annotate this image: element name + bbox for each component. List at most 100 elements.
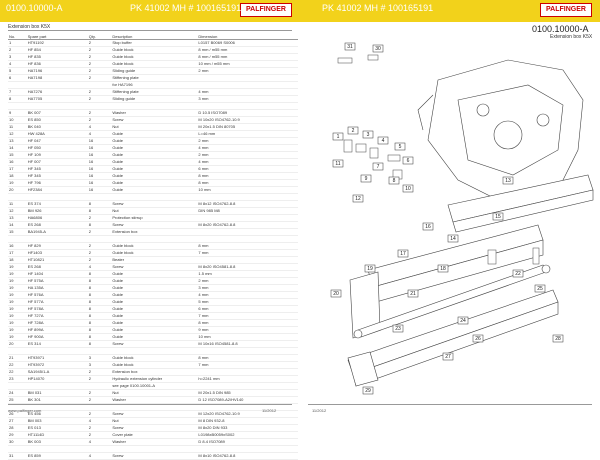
callout-box <box>362 130 374 139</box>
cell-dimension: M 10x20 ISO4762-10.9 <box>197 116 298 124</box>
cell-description: Guide block <box>111 354 198 362</box>
callout-number: 16 <box>425 224 431 230</box>
cell-qty: 16 <box>87 165 112 173</box>
cell-spare-part: HT91192 <box>26 39 88 47</box>
cell-no: 14 <box>8 221 27 229</box>
cell-no: 27 <box>8 417 27 425</box>
cell-no: 20 <box>8 186 27 194</box>
cell-spare-part: BK 301 <box>26 396 88 404</box>
cell-spare-part: HA7705 <box>26 95 88 103</box>
table-row <box>8 403 298 411</box>
cell-description: Guide <box>111 130 198 138</box>
cell-no: 22 <box>8 368 27 376</box>
cell-qty: 16 <box>87 172 112 180</box>
cell-dimension <box>197 347 298 355</box>
cell-description: Screw <box>111 452 198 460</box>
callout-box <box>457 316 469 325</box>
callout-box <box>364 264 376 273</box>
callout-box <box>360 174 372 183</box>
callout-number: 12 <box>355 196 361 202</box>
cell-description: Washer <box>111 438 198 446</box>
cell-no: 19 <box>8 312 27 320</box>
cell-description: Guide <box>111 298 198 306</box>
cell-qty: 2 <box>87 214 112 222</box>
cell-dimension: 2 mm <box>197 151 298 159</box>
spare-parts-table: No. Spare part Qty. Description Dimensio… <box>8 33 298 460</box>
cell-no: 28 <box>8 424 27 432</box>
callout-number: 11 <box>335 161 340 167</box>
cell-qty: 4 <box>87 452 112 460</box>
cell-spare-part <box>26 445 88 453</box>
cell-qty: 2 <box>87 116 112 124</box>
table-row: see page 0100.10001-A <box>8 382 298 390</box>
cell-description: Guide <box>111 144 198 152</box>
footer-url: www.palfinger.com <box>8 408 42 413</box>
cell-no <box>8 193 27 201</box>
cell-dimension: D 10.5 ISO7089 <box>197 109 298 117</box>
cell-no: 19 <box>8 179 27 187</box>
callout-number: 1 <box>337 134 340 140</box>
cell-dimension: L0198xB0059xS002 <box>197 431 298 439</box>
callout-box <box>492 212 504 221</box>
callout-box <box>388 176 400 185</box>
cell-qty: 16 <box>87 158 112 166</box>
cell-description: Guide <box>111 291 198 299</box>
cell-dimension: 8 mm <box>197 172 298 180</box>
cell-description: Guide <box>111 305 198 313</box>
cell-spare-part: ES 314 <box>26 340 88 348</box>
cell-description: Guide <box>111 326 198 334</box>
cell-no: 18 <box>8 256 27 264</box>
cell-description: Guide <box>111 151 198 159</box>
cell-no: 14 <box>8 144 27 152</box>
cell-description: Protection stirrup <box>111 214 198 222</box>
palfinger-logo: PALFINGER <box>540 3 592 17</box>
cell-description: Screw <box>111 116 198 124</box>
cell-description: Nut <box>111 417 198 425</box>
cell-qty: 2 <box>87 53 112 61</box>
cell-spare-part <box>26 347 88 355</box>
cell-description: Guide <box>111 158 198 166</box>
cell-qty: 2 <box>87 46 112 54</box>
cell-spare-part <box>26 81 88 89</box>
cell-description: Guide block <box>111 60 198 68</box>
cell-spare-part: HF 796 <box>26 179 88 187</box>
small-parts <box>337 54 540 265</box>
cell-dimension: 3 mm <box>197 95 298 103</box>
cell-spare-part <box>26 193 88 201</box>
cell-dimension: 8 mm / m55 mm <box>197 53 298 61</box>
cell-description <box>111 102 198 110</box>
cell-dimension <box>197 74 298 82</box>
cell-qty: 16 <box>87 137 112 145</box>
cell-spare-part: BA1945-A <box>26 228 88 236</box>
cell-description: Hydraulic extension cylinder <box>111 375 198 383</box>
cell-spare-part: HF 050 <box>26 144 88 152</box>
cell-description: Stiffening plate <box>111 88 198 96</box>
cell-dimension <box>197 228 298 236</box>
footer-divider <box>8 404 292 405</box>
cell-spare-part: HF 047 <box>26 137 88 145</box>
cell-no: 11 <box>8 200 27 208</box>
cell-no: 12 <box>8 130 27 138</box>
cell-qty: 2 <box>87 389 112 397</box>
cell-dimension: 6 mm <box>197 305 298 313</box>
cell-dimension: M 10x16 ISO4581-8.8 <box>197 340 298 348</box>
callout-number: 30 <box>375 46 381 52</box>
cell-description: Guide block <box>111 53 198 61</box>
cell-spare-part: ES 456 <box>26 410 88 418</box>
cell-description: Guide <box>111 270 198 278</box>
callout-box <box>552 334 564 343</box>
callout-box <box>402 184 414 193</box>
